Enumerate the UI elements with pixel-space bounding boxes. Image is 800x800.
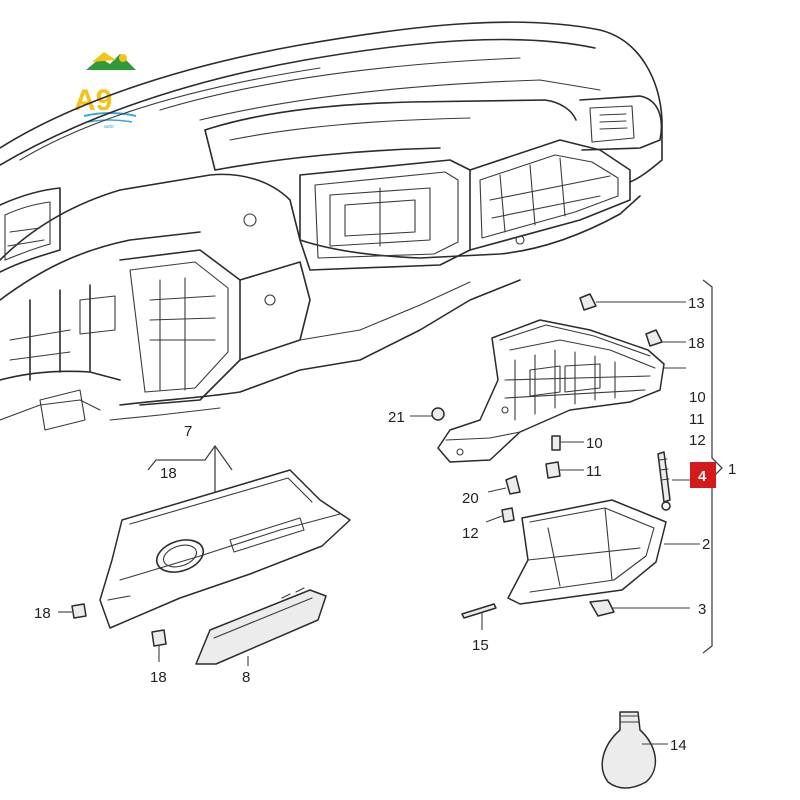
trim-strip-8 [195,587,327,666]
callout-8: 8 [242,669,250,686]
callout-12-small: 12 [462,525,479,542]
callout-3: 3 [698,601,706,618]
assembly-bracket [702,279,723,654]
callout-15: 15 [472,637,489,654]
clip-13 [579,293,686,311]
clip-18-bottom [151,629,167,662]
callout-18-left: 18 [34,605,51,622]
pouch-14 [601,711,668,789]
glove-box-housing [437,319,665,463]
callout-12-stack: 12 [689,432,706,449]
callout-20: 20 [462,490,479,507]
screw-10 [551,435,584,451]
callout-7: 7 [184,423,192,440]
callout-18-upper: 18 [688,335,705,352]
brand-logo: A9 auto [74,52,137,130]
callout-18-bottom: 18 [150,669,167,686]
dashboard-outline [0,21,663,431]
callout-1: 1 [728,461,736,478]
logo-subtext: auto [104,124,114,130]
clip-18-left [58,603,87,619]
callout-10-stack: 10 [689,389,706,406]
callout-11-small: 11 [586,463,602,480]
clip-11 [545,461,584,479]
callout-7-bracket [147,444,233,492]
callout-13: 13 [688,295,705,312]
callout-10-small: 10 [586,435,603,452]
logo-text: A9 [74,84,112,117]
clip-18-upper [645,329,686,347]
callout-18-panel-top: 18 [160,465,177,482]
trim-panel-7 [99,469,351,629]
callout-2: 2 [702,536,710,553]
highlight-box-4 [690,462,716,488]
clip-21 [410,407,445,421]
damper-strut [657,451,671,511]
glove-box-tray [507,499,667,605]
callout-21: 21 [388,409,405,426]
callout-14: 14 [670,737,687,754]
latch-part [589,599,690,617]
callout-4-highlighted: 4 [698,468,707,485]
callout-11-stack: 11 [689,411,705,428]
screw-12 [485,507,515,523]
pin-15 [461,603,497,630]
screw-20 [487,475,521,495]
